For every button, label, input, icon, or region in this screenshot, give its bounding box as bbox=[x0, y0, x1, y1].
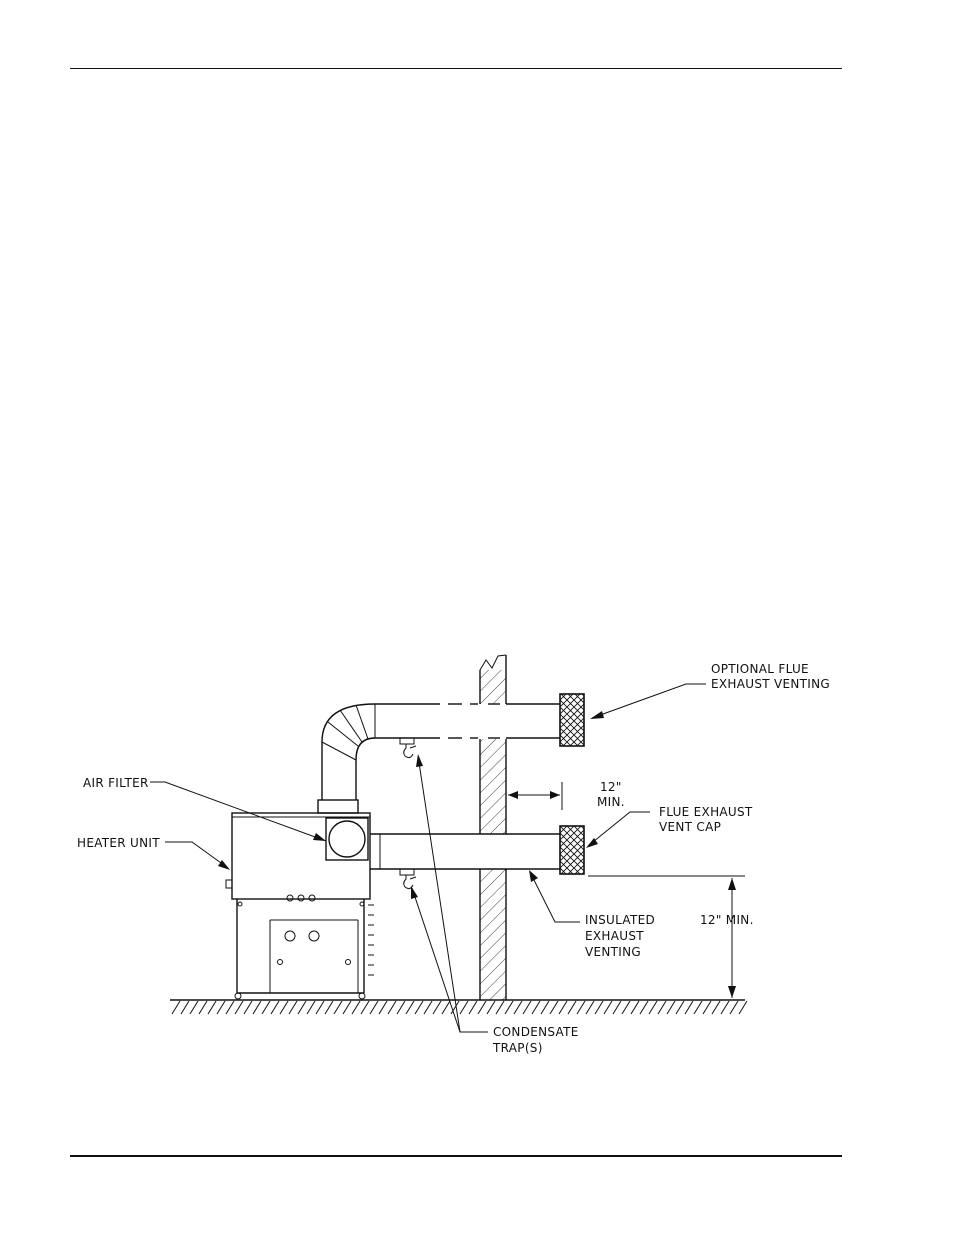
label-condensate-line1: CONDENSATE bbox=[493, 1025, 579, 1039]
ground bbox=[170, 1000, 747, 1014]
label-optional-flue-line2: EXHAUST VENTING bbox=[711, 677, 830, 691]
label-dim-top-line1: 12" bbox=[600, 780, 622, 794]
label-optional-flue-line1: OPTIONAL FLUE bbox=[711, 662, 809, 676]
label-optional-flue: OPTIONAL FLUE EXHAUST VENTING bbox=[711, 662, 830, 691]
label-dim-right: 12" MIN. bbox=[700, 913, 754, 927]
label-insulated-line3: VENTING bbox=[585, 945, 641, 959]
leader-lines bbox=[150, 684, 706, 1032]
optional-vent-cap bbox=[560, 694, 584, 746]
label-dim-top-line2: MIN. bbox=[597, 795, 625, 809]
dimension-horizontal bbox=[508, 782, 562, 810]
label-flue-vent-cap: FLUE EXHAUST VENT CAP bbox=[659, 805, 753, 834]
vent-cap bbox=[560, 826, 584, 874]
wall bbox=[479, 655, 507, 1000]
label-insulated-line1: INSULATED bbox=[585, 913, 655, 927]
optional-flue-pipe bbox=[322, 704, 560, 800]
label-dim-top: 12" MIN. bbox=[597, 780, 625, 809]
label-condensate-line2: TRAP(S) bbox=[492, 1041, 543, 1055]
heater-unit bbox=[226, 800, 374, 999]
label-insulated-venting: INSULATED EXHAUST VENTING bbox=[585, 913, 655, 959]
condensate-trap-upper bbox=[400, 738, 416, 758]
label-condensate-trap: CONDENSATE TRAP(S) bbox=[492, 1025, 579, 1055]
air-filter bbox=[326, 818, 368, 860]
label-heater-unit: HEATER UNIT bbox=[77, 836, 160, 850]
label-flue-vent-cap-line1: FLUE EXHAUST bbox=[659, 805, 753, 819]
label-insulated-line2: EXHAUST bbox=[585, 929, 644, 943]
condensate-trap-lower bbox=[400, 869, 416, 889]
label-flue-vent-cap-line2: VENT CAP bbox=[659, 820, 721, 834]
label-air-filter: AIR FILTER bbox=[83, 776, 149, 790]
lower-vent-pipe bbox=[370, 834, 560, 869]
